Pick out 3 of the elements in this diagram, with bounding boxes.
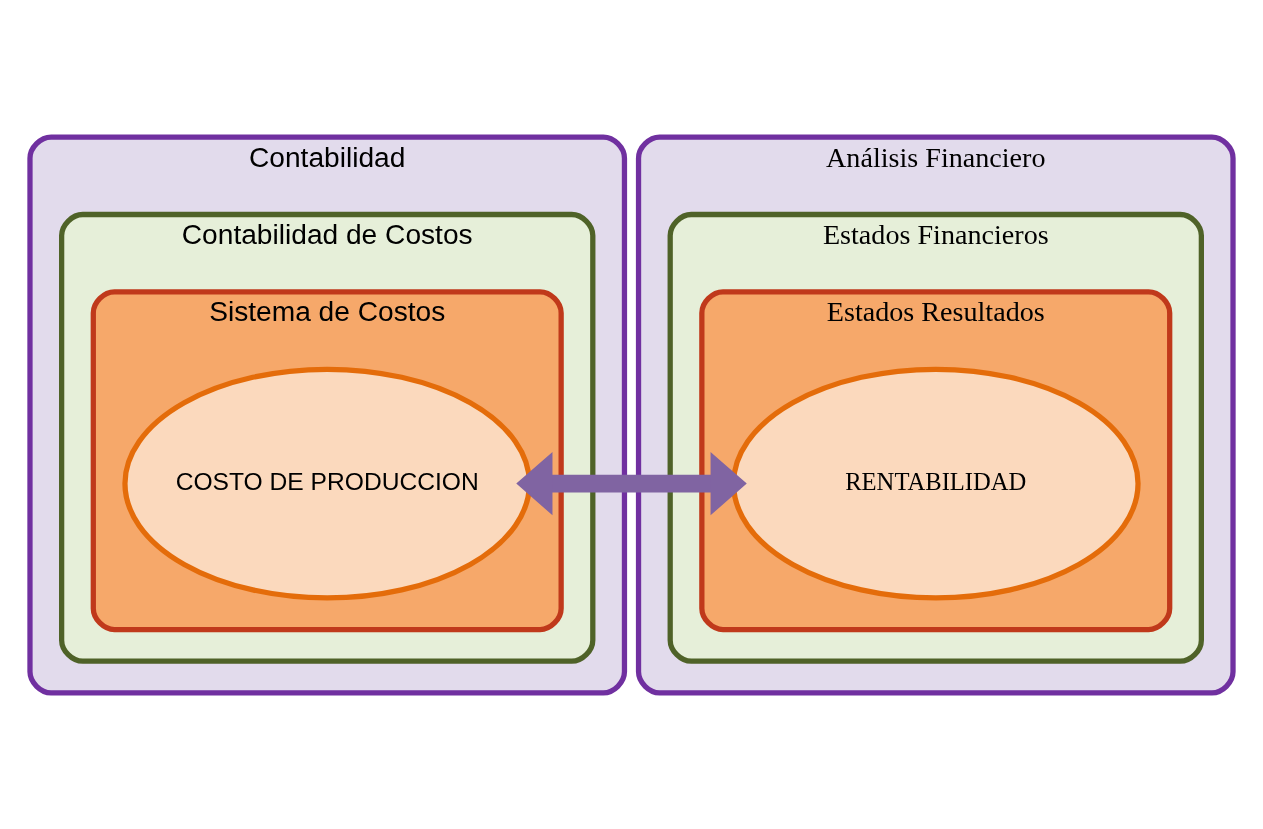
node-ellipse: RENTABILIDAD <box>730 366 1141 601</box>
arrow <box>516 451 747 515</box>
node-ellipse: COSTO DE PRODUCCION <box>122 366 533 601</box>
